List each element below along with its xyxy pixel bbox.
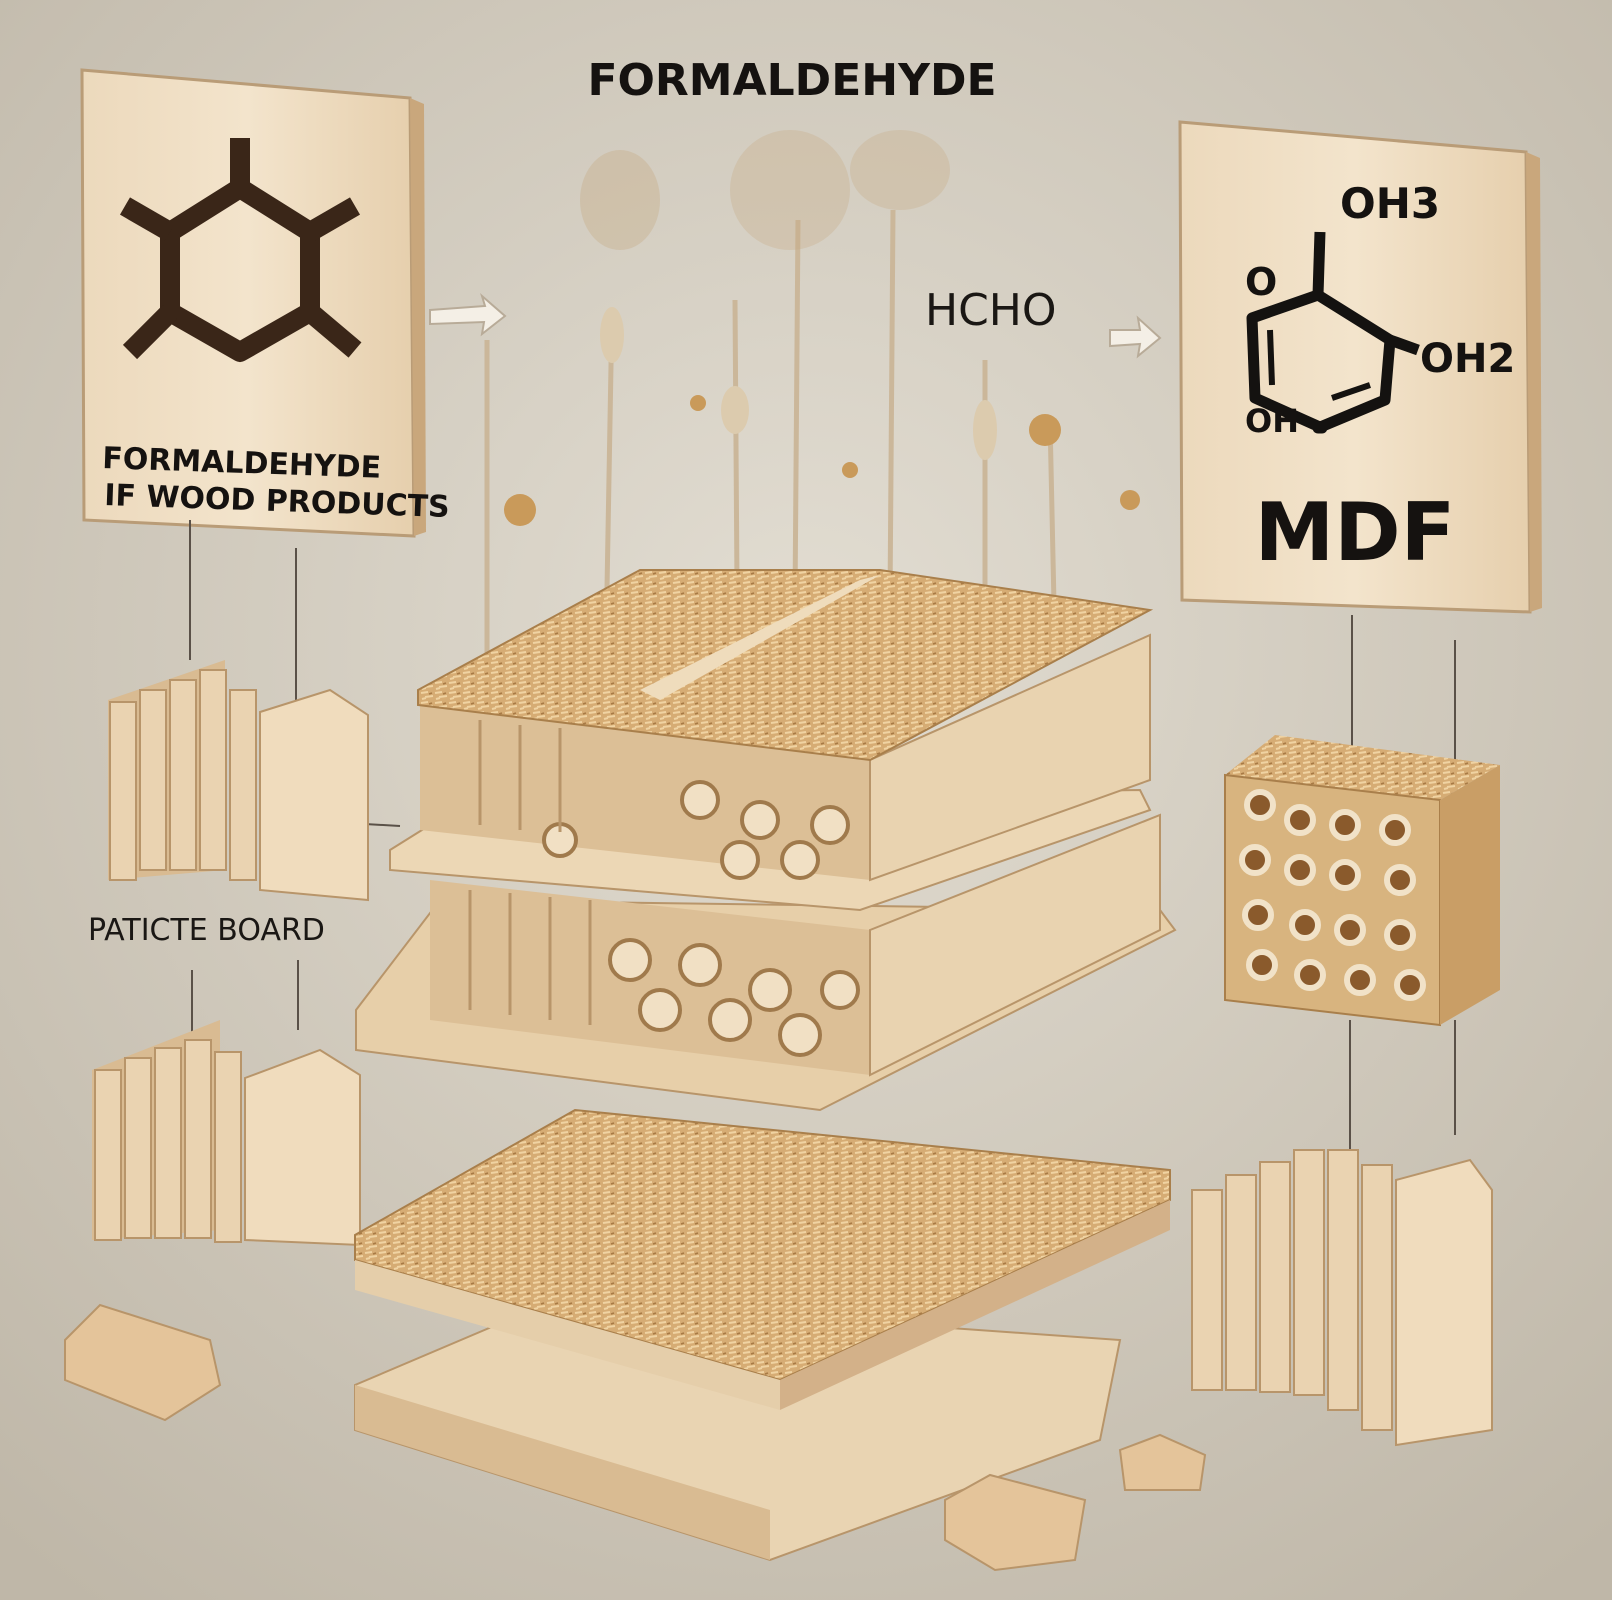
hexagon-molecule-icon [119, 138, 362, 362]
benzene-ring-icon [1246, 231, 1420, 434]
right-sign-mdf-label: MDF [1255, 486, 1456, 579]
title: FORMALDEHYDE [587, 55, 996, 106]
board-stack-left-bottom [92, 1020, 361, 1247]
particle-board-label: PATICTE BOARD [88, 913, 325, 948]
mdf-cube [1224, 735, 1500, 1027]
wood-blocks [64, 1303, 1207, 1572]
hcho-label: HCHO [925, 285, 1057, 336]
right-sign-group-bottom: OH [1245, 402, 1299, 440]
right-sign-group-top: OH3 [1340, 179, 1440, 228]
arrow-icon [429, 292, 1162, 359]
emission-particles [484, 130, 1140, 731]
right-sign: OH3 O OH2 OH MDF [1178, 120, 1542, 614]
right-sign-group-right: OH2 [1420, 336, 1515, 382]
layered-wood-stack [354, 569, 1177, 1562]
board-stack-left-top [108, 660, 369, 902]
board-stack-right [1191, 1149, 1493, 1447]
right-sign-group-left: O [1245, 260, 1277, 304]
left-sign: FORMALDEHYDE IF WOOD PRODUCTS [80, 68, 450, 538]
